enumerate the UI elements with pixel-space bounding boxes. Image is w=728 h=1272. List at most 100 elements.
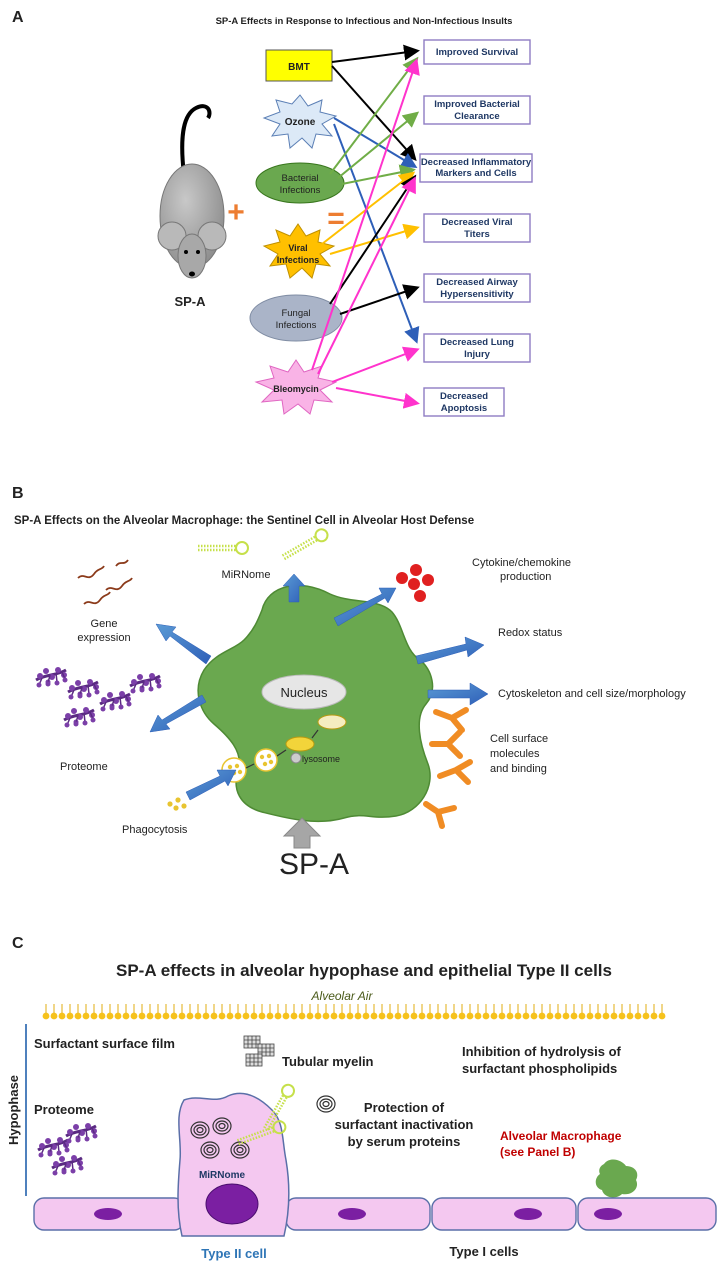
svg-text:Markers and Cells: Markers and Cells <box>435 168 516 179</box>
proteome-c-label: Proteome <box>34 1102 94 1117</box>
mouse-label: SP-A <box>174 294 206 309</box>
lipid-head <box>154 1012 162 1020</box>
lipid-head <box>98 1012 106 1020</box>
lipid-head <box>178 1012 186 1020</box>
panel-a: A SP-A Effects in Response to Infectious… <box>12 9 533 417</box>
lipid-head <box>298 1012 306 1020</box>
outcome-1: Improved Survival <box>423 39 531 65</box>
lipid-head <box>338 1012 346 1020</box>
lipid-head <box>58 1012 66 1020</box>
lipid-head <box>122 1012 130 1020</box>
insult-viral-line2: Infections <box>277 255 320 265</box>
lipid-head <box>378 1012 386 1020</box>
lipid-head <box>594 1012 602 1020</box>
svg-text:Improved Survival: Improved Survival <box>436 47 518 58</box>
nucleus-label: Nucleus <box>281 685 328 700</box>
svg-text:Decreased: Decreased <box>440 391 488 402</box>
alveolar-air-label: Alveolar Air <box>311 989 374 1003</box>
lipid-head <box>82 1012 90 1020</box>
hypophase-label: Hypophase <box>6 1075 21 1145</box>
lipid-head <box>434 1012 442 1020</box>
lipid-head <box>386 1012 394 1020</box>
surface-line3: and binding <box>490 763 547 775</box>
lipid-head <box>282 1012 290 1020</box>
lipid-head <box>658 1012 666 1020</box>
lipid-head <box>314 1012 322 1020</box>
lipid-head <box>602 1012 610 1020</box>
gene-line2: expression <box>77 632 130 644</box>
svg-text:Decreased Inflammatory: Decreased Inflammatory <box>421 157 532 168</box>
arrow-bmt-inflammatory <box>331 65 417 161</box>
protection-line3: by serum proteins <box>348 1134 461 1149</box>
arrow-ozone-lung <box>333 123 420 344</box>
lipid-head <box>242 1012 250 1020</box>
lipid-head <box>306 1012 314 1020</box>
lipid-head <box>202 1012 210 1020</box>
insult-bleomycin-shape <box>254 359 338 415</box>
svg-text:Hypersensitivity: Hypersensitivity <box>440 289 514 300</box>
arrow-phagocytosis <box>185 769 237 801</box>
protection-swirl-icon <box>316 1095 336 1113</box>
insult-bacterial-line2: Infections <box>280 185 321 196</box>
svg-text:Decreased Airway: Decreased Airway <box>436 277 518 288</box>
outcome-2: Improved Bacterial Clearance <box>423 95 531 125</box>
mouse-illustration <box>157 104 227 279</box>
lipid-head <box>194 1012 202 1020</box>
protection-line2: surfactant inactivation <box>335 1117 474 1132</box>
lipid-head <box>266 1012 274 1020</box>
sp-a-input-arrow <box>282 817 322 849</box>
outcome-7: Decreased Apoptosis <box>423 387 505 417</box>
type2-nucleus <box>205 1183 259 1225</box>
lipid-head <box>258 1012 266 1020</box>
arrow-mirnome <box>282 573 306 603</box>
tubular-myelin-label: Tubular myelin <box>282 1054 374 1069</box>
arrow-proteome <box>149 694 207 733</box>
lysosome-label: lysosome <box>302 754 340 764</box>
lipid-head <box>146 1012 154 1020</box>
lipid-head <box>74 1012 82 1020</box>
lipid-head <box>42 1012 50 1020</box>
lipid-head <box>410 1012 418 1020</box>
svg-text:Decreased Lung: Decreased Lung <box>440 337 514 348</box>
lipid-head <box>538 1012 546 1020</box>
lipid-head <box>506 1012 514 1020</box>
lipid-head <box>458 1012 466 1020</box>
lipid-head <box>650 1012 658 1020</box>
surface-film-label: Surfactant surface film <box>34 1036 175 1051</box>
cytokine-line2: production <box>500 571 551 583</box>
insult-viral-shape <box>262 223 336 279</box>
lipid-head <box>274 1012 282 1020</box>
panel-b-title: SP-A Effects on the Alveolar Macrophage:… <box>14 515 474 527</box>
macrophage-c-icon <box>595 1159 638 1198</box>
arrow-bleo-lung <box>331 346 420 383</box>
redox-label: Redox status <box>498 627 563 639</box>
panel-c-title: SP-A effects in alveolar hypophase and e… <box>116 961 612 980</box>
lipid-head <box>418 1012 426 1020</box>
arrow-ozone-inflammatory <box>333 117 418 169</box>
insult-ozone-shape <box>262 94 338 149</box>
surface-line2: molecules <box>490 748 540 760</box>
arrow-gene <box>155 623 212 665</box>
lipid-head <box>370 1012 378 1020</box>
lipid-head <box>426 1012 434 1020</box>
lipid-head <box>250 1012 258 1020</box>
arrow-redox <box>415 636 485 665</box>
lipid-head <box>562 1012 570 1020</box>
lipid-head <box>498 1012 506 1020</box>
insult-fungal-line1: Fungal <box>281 308 310 319</box>
lipid-head <box>474 1012 482 1020</box>
nucleus <box>261 674 347 710</box>
lipid-head <box>114 1012 122 1020</box>
lipid-head <box>394 1012 402 1020</box>
mirnome-label: MiRNome <box>222 569 271 581</box>
lipid-head <box>514 1012 522 1020</box>
insult-fungal-line2: Infections <box>276 320 317 331</box>
insult-fungal-shape <box>249 294 343 342</box>
surface-line1: Cell surface <box>490 733 548 745</box>
cytokine-line1: Cytokine/chemokine <box>472 557 571 569</box>
outcome-5: Decreased Airway Hypersensitivity <box>423 273 531 303</box>
type1-cells <box>33 1197 717 1231</box>
macrophage-c-line2: (see Panel B) <box>500 1145 575 1159</box>
mirnome-hairpins <box>196 525 331 564</box>
